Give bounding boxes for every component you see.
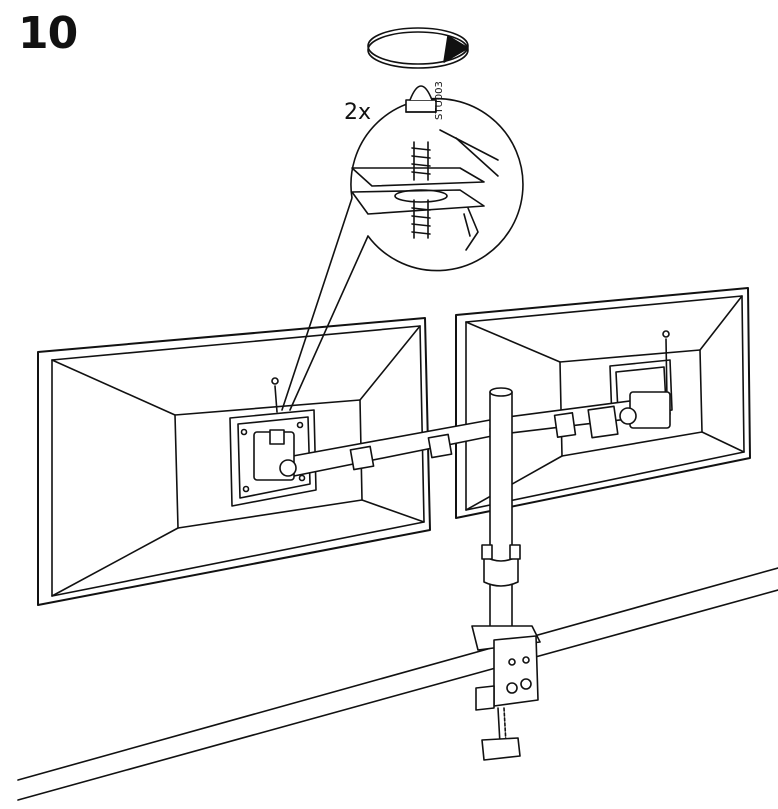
rotate-clockwise-icon <box>367 27 469 69</box>
desk-clamp <box>471 625 541 761</box>
pole <box>481 387 521 641</box>
quantity-label: 2x <box>344 100 372 125</box>
dual-arm <box>253 391 671 481</box>
step-number: 10 <box>18 8 78 59</box>
right-monitor <box>455 287 751 519</box>
part-code-label: STU003 <box>434 81 445 120</box>
desk-edge <box>17 567 778 801</box>
detail-callout <box>281 85 524 411</box>
